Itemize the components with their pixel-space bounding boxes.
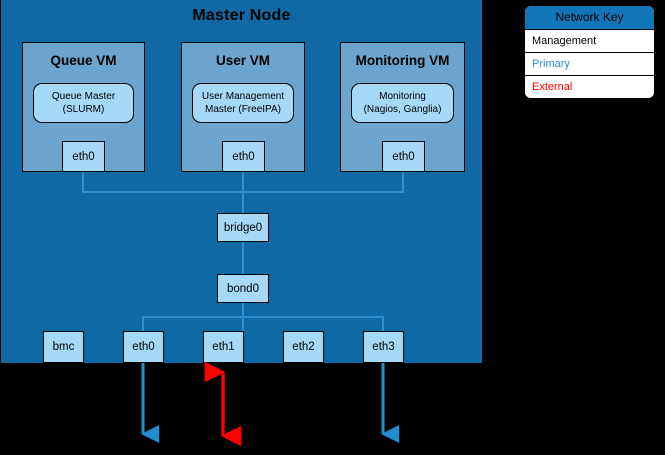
wire-monitoring-eth0-drop <box>402 172 404 193</box>
network-key-legend: Network Key Management Primary External <box>524 5 655 99</box>
vm-monitoring-service: Monitoring (Nagios, Ganglia) <box>351 83 454 123</box>
vm-monitoring-service-line2: (Nagios, Ganglia) <box>363 104 442 115</box>
legend-row-external: External <box>525 76 654 98</box>
nic-eth3[interactable]: eth3 <box>363 331 404 363</box>
legend-row-management: Management <box>525 30 654 53</box>
wire-bond0-to-eth0 <box>142 316 144 332</box>
vm-queue-eth0[interactable]: eth0 <box>62 141 105 172</box>
wire-bridge0-to-bond0 <box>242 242 244 274</box>
master-node-title: Master Node <box>192 7 291 24</box>
vm-monitoring-service-line1: Monitoring <box>379 91 426 102</box>
vm-user-service: User Management Master (FreeIPA) <box>192 83 294 123</box>
nic-bmc[interactable]: bmc <box>43 331 84 363</box>
vm-monitoring-eth0[interactable]: eth0 <box>382 141 425 172</box>
nic-eth0[interactable]: eth0 <box>123 331 164 363</box>
vm-monitoring-title: Monitoring VM <box>355 53 450 68</box>
vm-user-service-line1: User Management <box>201 91 285 102</box>
vm-user-service-line2: Master (FreeIPA) <box>205 104 281 115</box>
wire-queue-eth0-drop <box>82 172 84 193</box>
wire-bus-to-bridge0 <box>242 191 244 213</box>
node-bond0[interactable]: bond0 <box>217 274 269 303</box>
legend-row-primary: Primary <box>525 53 654 76</box>
network-key-title: Network Key <box>525 6 654 30</box>
wire-bond0-to-eth3 <box>382 316 384 332</box>
vm-queue-service: Queue Master (SLURM) <box>33 83 134 123</box>
vm-user-title: User VM <box>215 53 271 68</box>
nic-eth2[interactable]: eth2 <box>283 331 324 363</box>
node-bridge0[interactable]: bridge0 <box>217 213 269 242</box>
vm-user-eth0[interactable]: eth0 <box>222 141 265 172</box>
nic-eth1[interactable]: eth1 <box>203 331 244 363</box>
wire-user-eth0-drop <box>242 172 244 193</box>
vm-queue-service-line1: Queue Master <box>51 91 116 102</box>
vm-queue-service-line2: (SLURM) <box>62 104 105 115</box>
wire-bond0-bus <box>142 316 384 318</box>
vm-queue-title: Queue VM <box>50 53 117 68</box>
